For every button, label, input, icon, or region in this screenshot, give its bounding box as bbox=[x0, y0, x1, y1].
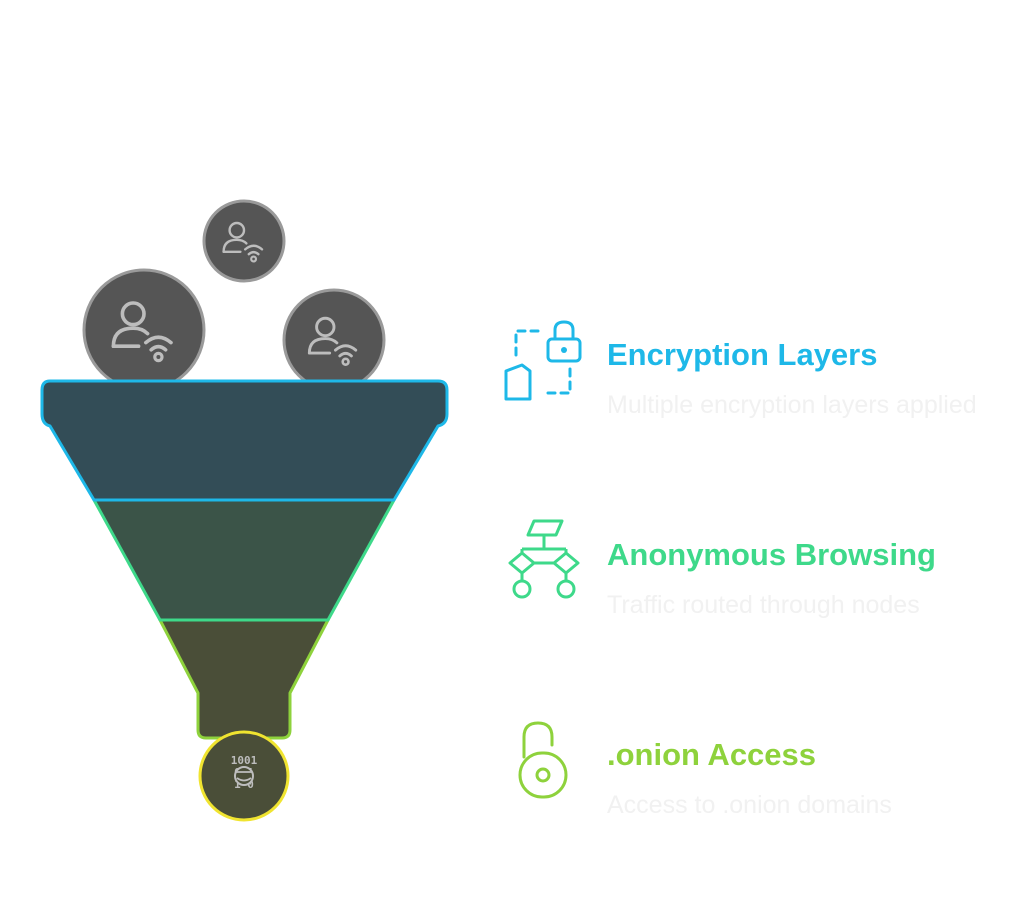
stage-description: Access to .onion domains bbox=[607, 791, 892, 819]
outlet-digits-row-1: 1001 bbox=[231, 754, 258, 767]
funnel-stage-3 bbox=[158, 618, 330, 740]
file-lock-icon bbox=[504, 320, 582, 401]
stage-onion-access: .onion Access Access to .onion domains bbox=[500, 719, 1000, 839]
funnel-stage-1 bbox=[40, 379, 449, 502]
binary-mask-icon: 1001 0 1 1 0 bbox=[231, 754, 258, 791]
input-bubble-left bbox=[82, 268, 206, 392]
stage-encryption-layers: Encryption Layers Multiple encryption la… bbox=[500, 319, 1000, 439]
input-bubble-top bbox=[202, 199, 286, 283]
stage-anonymous-browsing: Anonymous Browsing Traffic routed throug… bbox=[500, 519, 1000, 639]
stage-description: Traffic routed through nodes bbox=[607, 591, 920, 619]
stage-title: Encryption Layers bbox=[607, 337, 878, 372]
stage-description: Multiple encryption layers applied bbox=[607, 391, 977, 419]
funnel-stage-2 bbox=[92, 498, 396, 622]
stage-title: .onion Access bbox=[607, 737, 817, 772]
stage-title: Anonymous Browsing bbox=[607, 537, 936, 572]
funnel bbox=[40, 379, 449, 740]
open-padlock-icon bbox=[518, 721, 568, 799]
input-bubble-right bbox=[282, 288, 386, 392]
funnel-outlet: 1001 0 1 1 0 bbox=[198, 730, 290, 822]
network-nodes-icon bbox=[508, 519, 580, 599]
